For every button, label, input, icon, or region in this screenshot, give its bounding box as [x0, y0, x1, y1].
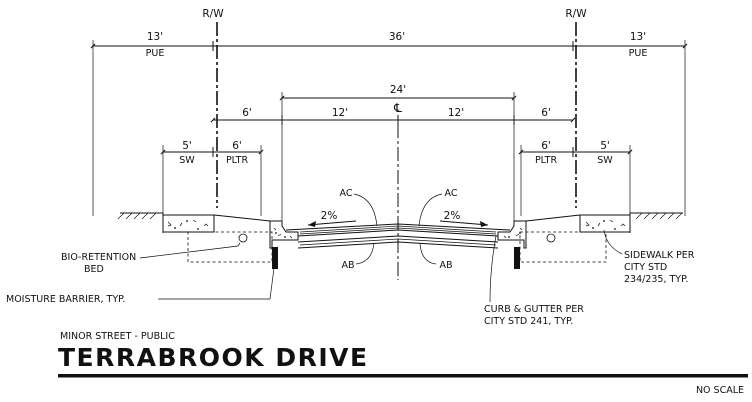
- dim-pltr-left: 6': [242, 107, 252, 119]
- drain-pipe-left: [238, 233, 248, 243]
- curb-left: [269, 220, 299, 269]
- street-name-title: TERRABROOK DRIVE: [58, 343, 369, 372]
- title-underline: [58, 374, 748, 378]
- label-sw-right: SW: [597, 155, 613, 166]
- dim-roadway: 24': [390, 84, 406, 96]
- callout-sidewalk-line3: 234/235, TYP.: [624, 274, 688, 285]
- label-ab-left: AB: [341, 260, 354, 271]
- slope-arrow-left: [307, 220, 357, 227]
- sidewalk-dimension-left: [160, 145, 264, 216]
- callout-moisture-barrier: MOISTURE BARRIER, TYP.: [6, 294, 125, 305]
- callout-sidewalk-line1: SIDEWALK PER: [624, 250, 695, 261]
- leader-curb: [489, 235, 497, 303]
- label-ab-right: AB: [439, 260, 452, 271]
- label-sw-left: SW: [179, 155, 195, 166]
- leader-ab-left: [355, 242, 375, 265]
- ground-left: [117, 212, 164, 233]
- label-pue-right: PUE: [629, 48, 648, 59]
- dim-sw-left: 5': [182, 140, 192, 152]
- label-pue-left: PUE: [146, 48, 165, 59]
- sidewalk-right: [579, 213, 631, 233]
- pavement-ab: [297, 235, 499, 249]
- callout-curb-line1: CURB & GUTTER PER: [484, 304, 584, 315]
- label-pltr-left: PLTR: [226, 155, 249, 166]
- dim-lane-left: 12': [332, 107, 348, 119]
- leader-sidewalk: [603, 229, 623, 255]
- ground-right: [630, 212, 683, 220]
- moisture-barrier-left: [272, 247, 278, 269]
- pavement-ac: [285, 223, 511, 237]
- overall-dimension: [90, 40, 688, 216]
- leader-ac-left: [353, 193, 378, 227]
- subtitle: MINOR STREET - PUBLIC: [60, 331, 175, 342]
- moisture-barrier-right: [514, 247, 520, 269]
- slope-right: 2%: [444, 210, 461, 222]
- drain-pipe-right: [546, 233, 556, 243]
- callout-curb-line2: CITY STD 241, TYP.: [484, 316, 573, 327]
- leader-bio-retention: [139, 242, 241, 259]
- leader-ac-right: [418, 193, 443, 227]
- dim-pltr-right: 6': [541, 107, 551, 119]
- scale-note: NO SCALE: [696, 385, 744, 396]
- leader-ab-right: [419, 242, 437, 265]
- dim-pue-right: 13': [630, 31, 646, 43]
- label-ac-left: AC: [340, 188, 353, 199]
- lane-dimension: [210, 115, 576, 125]
- callout-sidewalk-line2: CITY STD: [624, 262, 667, 273]
- dim-sw-right: 5': [600, 140, 610, 152]
- label-ac-right: AC: [445, 188, 458, 199]
- dim-row-width: 36': [389, 31, 405, 43]
- bio-retention-right: [519, 214, 607, 263]
- sidewalk-left: [162, 214, 215, 233]
- centerline-symbol: ℄: [393, 101, 402, 115]
- sidewalk-dimension-right: [518, 145, 633, 216]
- slope-left: 2%: [321, 210, 338, 222]
- callout-bio-retention-line2: BED: [84, 264, 104, 275]
- label-pltr-right: PLTR: [535, 155, 558, 166]
- dim-pue-left: 13': [147, 31, 163, 43]
- dim-lane-right: 12': [448, 107, 464, 119]
- callout-bio-retention-line1: BIO-RETENTION: [61, 252, 136, 263]
- rw-label-right: R/W: [565, 8, 587, 20]
- dim-sub-pltr-left: 6': [232, 140, 242, 152]
- roadway-dimension: [279, 92, 517, 225]
- slope-arrow-right: [439, 220, 489, 227]
- bio-retention-left: [187, 214, 273, 263]
- dim-sub-pltr-right: 6': [541, 140, 551, 152]
- rw-label-left: R/W: [202, 8, 224, 20]
